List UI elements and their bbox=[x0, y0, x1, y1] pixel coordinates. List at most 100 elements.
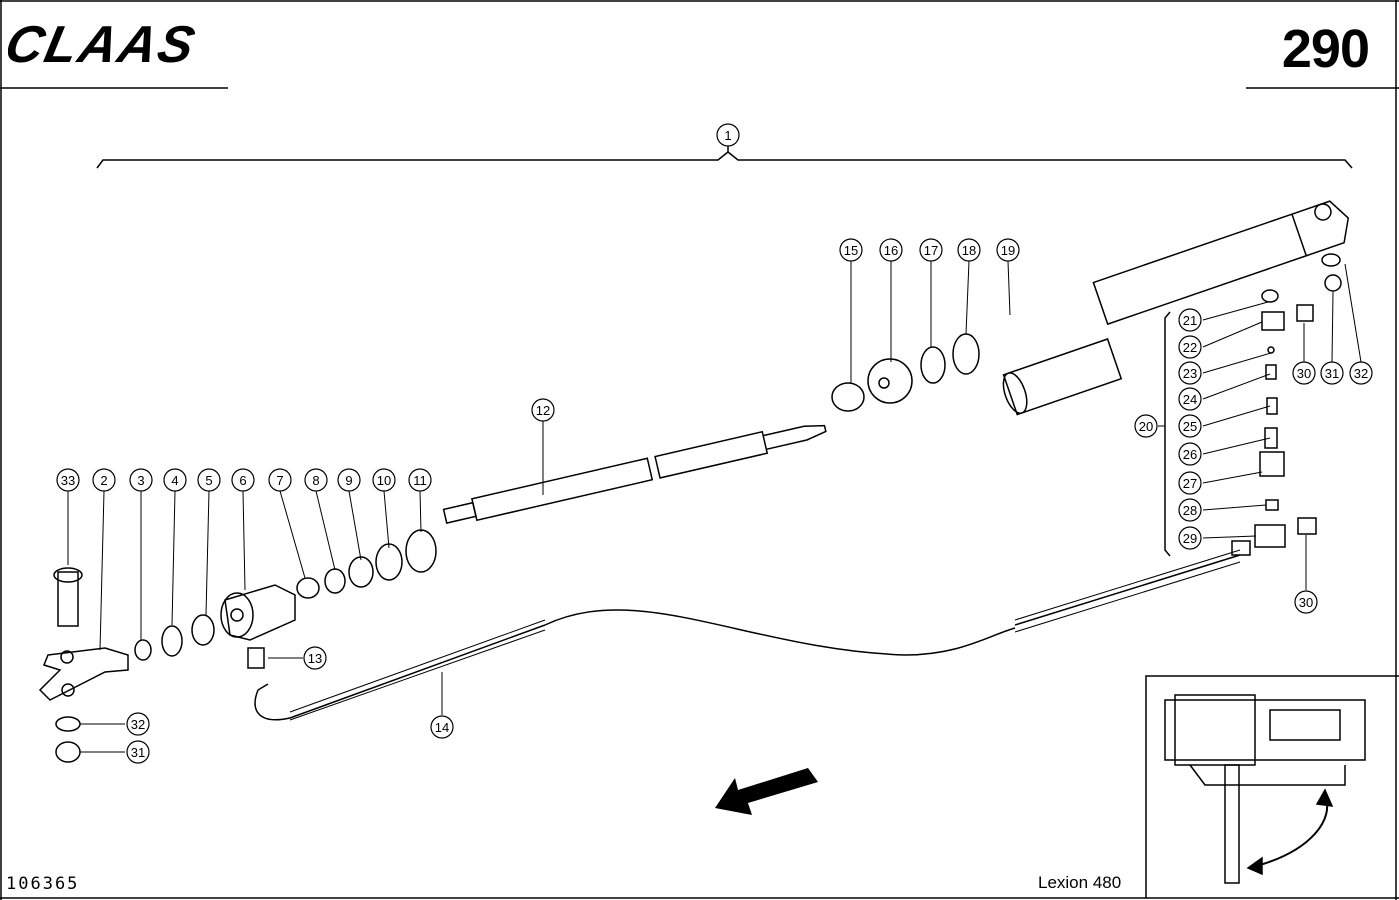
nut-3 bbox=[134, 639, 152, 661]
callout-32-top: 32 bbox=[1349, 361, 1373, 385]
svg-text:16: 16 bbox=[884, 243, 898, 258]
callout-1: 1 bbox=[716, 123, 740, 147]
svg-text:7: 7 bbox=[276, 473, 283, 488]
callout-2: 2 bbox=[92, 468, 116, 492]
callout-23: 23 bbox=[1178, 361, 1202, 385]
callout-30-top: 30 bbox=[1292, 361, 1316, 385]
svg-text:21: 21 bbox=[1183, 313, 1197, 328]
svg-text:12: 12 bbox=[536, 403, 550, 418]
svg-text:20: 20 bbox=[1139, 419, 1153, 434]
svg-text:10: 10 bbox=[377, 473, 391, 488]
nut-31-top bbox=[1324, 274, 1342, 292]
callout-4: 4 bbox=[163, 468, 187, 492]
callout-13: 13 bbox=[303, 646, 327, 670]
adapter-27 bbox=[1259, 451, 1285, 477]
svg-text:33: 33 bbox=[61, 473, 75, 488]
callout-10: 10 bbox=[372, 468, 396, 492]
piston bbox=[867, 358, 913, 404]
seal-ring-4 bbox=[161, 625, 183, 657]
hydraulic-hose bbox=[254, 624, 546, 721]
svg-text:28: 28 bbox=[1183, 503, 1197, 518]
callout-3: 3 bbox=[129, 468, 153, 492]
svg-text:24: 24 bbox=[1183, 392, 1197, 407]
seal-28 bbox=[1265, 499, 1279, 511]
callout-17: 17 bbox=[919, 238, 943, 262]
svg-text:3: 3 bbox=[137, 473, 144, 488]
ring-9 bbox=[348, 556, 374, 588]
svg-text:13: 13 bbox=[308, 651, 322, 666]
callout-27: 27 bbox=[1178, 471, 1202, 495]
leader-lines bbox=[67, 260, 1362, 753]
inset-view bbox=[1164, 694, 1366, 884]
ring-8 bbox=[324, 568, 346, 594]
svg-text:32: 32 bbox=[1354, 366, 1368, 381]
callout-6: 6 bbox=[231, 468, 255, 492]
curved-double-arrow-icon bbox=[1259, 794, 1329, 866]
callout-14: 14 bbox=[430, 715, 454, 739]
svg-text:30: 30 bbox=[1299, 595, 1313, 610]
callout-12: 12 bbox=[531, 398, 555, 422]
svg-text:4: 4 bbox=[171, 473, 178, 488]
scraper-ring-7 bbox=[296, 577, 320, 599]
svg-text:30: 30 bbox=[1297, 366, 1311, 381]
washer-21 bbox=[1261, 289, 1279, 303]
svg-text:22: 22 bbox=[1183, 340, 1197, 355]
callout-markers: 1 33 2 3 4 5 6 7 8 9 10 11 12 13 14 15 1… bbox=[56, 123, 1373, 764]
drawing-number: 106365 bbox=[6, 874, 80, 894]
svg-text:11: 11 bbox=[413, 473, 427, 488]
svg-text:23: 23 bbox=[1183, 366, 1197, 381]
valve-25 bbox=[1266, 397, 1278, 415]
svg-text:31: 31 bbox=[131, 745, 145, 760]
svg-text:19: 19 bbox=[1001, 243, 1015, 258]
callout-20: 20 bbox=[1134, 414, 1158, 438]
svg-text:6: 6 bbox=[239, 473, 246, 488]
banjo-22 bbox=[1261, 311, 1285, 331]
ring-11 bbox=[405, 529, 437, 573]
callout-26: 26 bbox=[1178, 442, 1202, 466]
nipple-26 bbox=[1264, 427, 1278, 449]
piston-rod bbox=[442, 424, 827, 524]
callout-18: 18 bbox=[957, 238, 981, 262]
callout-31-top: 31 bbox=[1320, 361, 1344, 385]
svg-text:29: 29 bbox=[1183, 531, 1197, 546]
callout-24: 24 bbox=[1178, 387, 1202, 411]
callout-11: 11 bbox=[408, 468, 432, 492]
inset-frame bbox=[1145, 675, 1399, 898]
svg-text:17: 17 bbox=[924, 243, 938, 258]
callout-8: 8 bbox=[304, 468, 328, 492]
callout-22: 22 bbox=[1178, 335, 1202, 359]
svg-text:18: 18 bbox=[962, 243, 976, 258]
callout-32-bottom: 32 bbox=[126, 712, 150, 736]
callout-5: 5 bbox=[197, 468, 221, 492]
callout-30-bottom: 30 bbox=[1294, 590, 1318, 614]
clevis bbox=[38, 647, 129, 701]
washer-32-bottom bbox=[55, 716, 81, 732]
claas-logo: CLAAS bbox=[8, 18, 202, 68]
callout-16: 16 bbox=[879, 238, 903, 262]
callout-7: 7 bbox=[268, 468, 292, 492]
svg-text:32: 32 bbox=[131, 717, 145, 732]
ring-10 bbox=[375, 543, 403, 581]
svg-text:8: 8 bbox=[312, 473, 319, 488]
seal-18 bbox=[952, 333, 980, 375]
callout-28: 28 bbox=[1178, 498, 1202, 522]
plug-30-bottom bbox=[1297, 517, 1317, 535]
callout-25: 25 bbox=[1178, 414, 1202, 438]
callout-15: 15 bbox=[839, 238, 863, 262]
svg-text:1: 1 bbox=[724, 128, 731, 143]
logo-text: CLAAS bbox=[8, 18, 202, 68]
hose-hatching bbox=[289, 549, 1241, 721]
svg-text:25: 25 bbox=[1183, 419, 1197, 434]
cylinder-barrel bbox=[1002, 200, 1350, 416]
svg-text:14: 14 bbox=[435, 720, 449, 735]
guide-bushing bbox=[831, 382, 865, 412]
callout-31-bottom: 31 bbox=[126, 740, 150, 764]
ball-23 bbox=[1267, 346, 1275, 354]
svg-text:26: 26 bbox=[1183, 447, 1197, 462]
arrow-left-down-icon bbox=[715, 768, 818, 815]
svg-text:31: 31 bbox=[1325, 366, 1339, 381]
assembly-brace bbox=[96, 151, 1353, 169]
svg-text:2: 2 bbox=[100, 473, 107, 488]
